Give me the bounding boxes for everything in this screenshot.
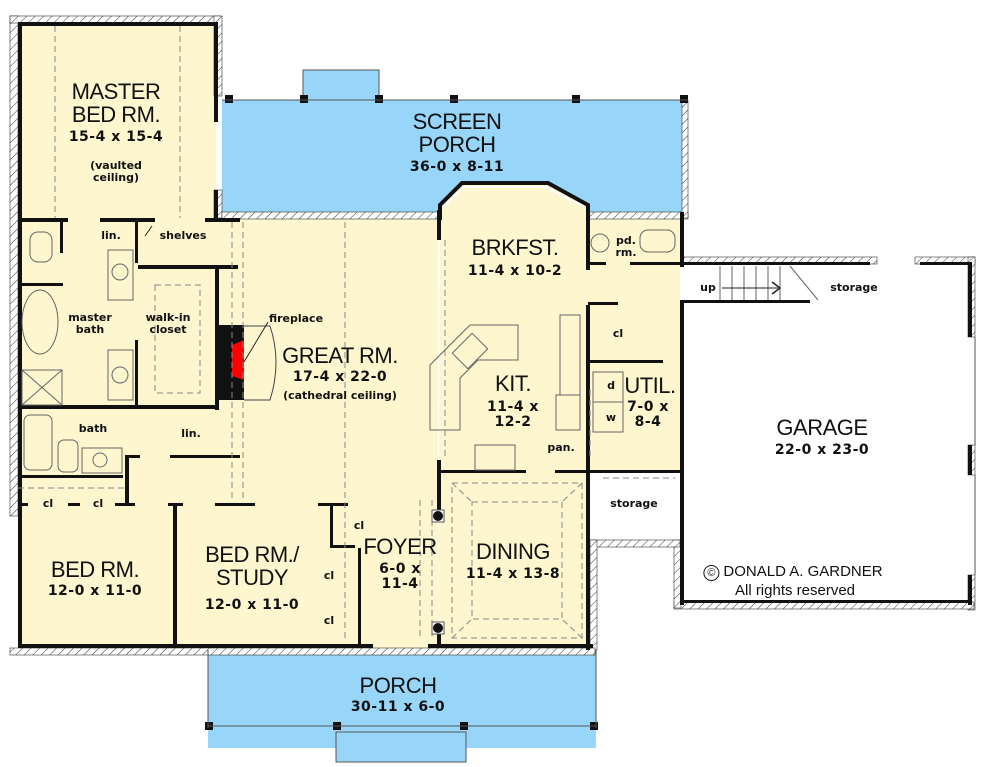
label-fireplace: fireplace xyxy=(268,312,324,325)
kit-dims: 11-4 x 12-2 xyxy=(487,399,539,430)
foyer-name: FOYER xyxy=(363,534,437,559)
dining-dims: 11-4 x 13-8 xyxy=(465,566,561,582)
bed-study-name: BED RM./ STUDY xyxy=(205,542,299,591)
label-bath: bath xyxy=(78,422,108,435)
label-walkin-closet: walk-in closet xyxy=(145,311,191,336)
master-bed-dims: 15-4 x 15-4 xyxy=(68,129,164,145)
bed-study-dims: 12-0 x 11-0 xyxy=(204,597,300,613)
master-bed-area xyxy=(18,22,216,220)
label-pantry: pan. xyxy=(547,441,575,454)
label-cl-study-1: cl xyxy=(323,569,335,582)
bed-rm-dims: 12-0 x 11-0 xyxy=(47,583,143,599)
label-cl-study-2: cl xyxy=(323,614,335,627)
label-pd-rm: pd. rm. xyxy=(615,234,637,259)
label-master-bath: master bath xyxy=(68,311,112,336)
label-cl-util: cl xyxy=(612,327,624,340)
label-lin-master: lin. xyxy=(101,229,121,242)
brkfst-name: BRKFST. xyxy=(471,235,559,260)
label-dryer: d xyxy=(607,379,615,392)
label-storage-side: storage xyxy=(610,497,658,510)
screen-porch-name: SCREEN PORCH xyxy=(412,109,502,158)
screen-porch-dims: 36-0 x 8-11 xyxy=(409,159,505,175)
label-lin-hall: lin. xyxy=(181,427,201,440)
label-shelves: shelves xyxy=(159,229,207,242)
garage-name: GARAGE xyxy=(776,415,868,440)
copyright-line2: All rights reserved xyxy=(734,582,856,599)
dining-name: DINING xyxy=(476,539,551,564)
master-bed-name: MASTER BED RM. xyxy=(71,79,161,128)
util-name: UTIL. xyxy=(624,373,676,398)
label-washer: w xyxy=(605,411,617,424)
great-rm-name: GREAT RM. xyxy=(282,343,398,368)
copyright-line1: ©DONALD A. GARDNER xyxy=(703,564,883,581)
bed-rm-name: BED RM. xyxy=(50,557,140,582)
porch-dims: 30-11 x 6-0 xyxy=(350,699,446,715)
foyer-dims: 6-0 x 11-4 xyxy=(379,561,421,592)
fireplace-fire xyxy=(232,340,244,380)
screen-porch-steps xyxy=(302,69,380,101)
util-dims: 7-0 x 8-4 xyxy=(627,399,669,430)
label-cl-foyer: cl xyxy=(353,519,365,532)
label-cl-1: cl xyxy=(42,497,54,510)
porch-name: PORCH xyxy=(359,673,437,698)
west-wing-area xyxy=(18,218,438,648)
label-cl-2: cl xyxy=(92,497,104,510)
great-rm-dims: 17-4 x 22-0 xyxy=(292,369,388,385)
brkfst-dims: 11-4 x 10-2 xyxy=(467,263,563,279)
kit-name: KIT. xyxy=(495,371,531,396)
label-up: up xyxy=(700,281,716,294)
copyright-symbol: © xyxy=(703,565,720,581)
garage-dims: 22-0 x 23-0 xyxy=(774,442,870,458)
porch-steps xyxy=(335,731,467,763)
pd-rm-area xyxy=(586,218,682,264)
label-storage-top: storage xyxy=(830,281,878,294)
garage-area xyxy=(680,262,972,602)
great-rm-note: (cathedral ceiling) xyxy=(283,389,397,402)
master-bed-note: (vaulted ceiling) xyxy=(90,159,142,184)
brkfst-kitchen-area xyxy=(438,183,590,648)
